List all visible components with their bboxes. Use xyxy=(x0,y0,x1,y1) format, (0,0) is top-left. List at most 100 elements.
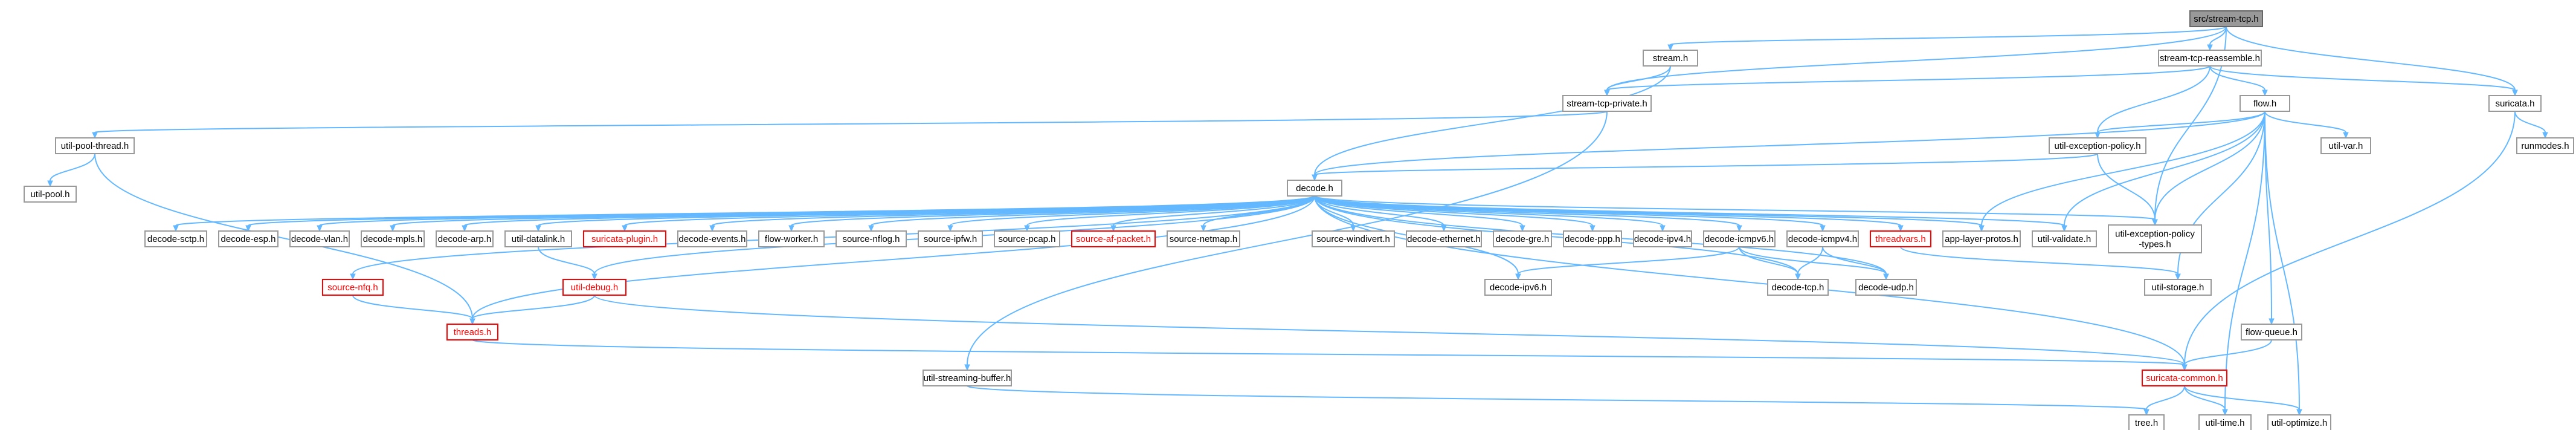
graph-node-stream_h[interactable]: stream.h xyxy=(1643,50,1698,67)
graph-node-events[interactable]: decode-events.h xyxy=(677,230,747,247)
node-label: util-exception-policy.h xyxy=(2054,141,2140,151)
graph-node-applayer[interactable]: app-layer-protos.h xyxy=(1942,230,2021,247)
edge-arrowhead xyxy=(173,225,179,232)
graph-node-runmodes[interactable]: runmodes.h xyxy=(2516,137,2574,154)
graph-node-pcap[interactable]: source-pcap.h xyxy=(994,230,1060,247)
node-label: decode-ipv4.h xyxy=(1634,234,1691,244)
node-label: util-pool.h xyxy=(30,189,69,200)
graph-node-icmpv6[interactable]: decode-icmpv6.h xyxy=(1703,230,1776,247)
graph-node-private[interactable]: stream-tcp-private.h xyxy=(1562,95,1652,112)
node-box xyxy=(2049,137,2146,154)
edge-arrowhead xyxy=(469,318,475,325)
node-label: decode-udp.h xyxy=(1858,282,1914,293)
graph-node-mpls[interactable]: decode-mpls.h xyxy=(361,230,425,247)
graph-node-ethernet[interactable]: decode-ethernet.h xyxy=(1406,230,1482,247)
graph-node-streaming[interactable]: util-streaming-buffer.h xyxy=(923,370,1012,386)
node-label: source-af-packet.h xyxy=(1076,234,1151,244)
edge-flow-to-utiltime xyxy=(2224,111,2265,410)
graph-node-poolthread[interactable]: util-pool-thread.h xyxy=(55,137,135,154)
graph-node-icmpv4[interactable]: decode-icmpv4.h xyxy=(1786,230,1859,247)
node-label: source-ipfw.h xyxy=(924,234,977,244)
edge-decode-to-icmpv6 xyxy=(1314,195,1740,226)
graph-node-threads[interactable]: threads.h xyxy=(446,324,498,340)
graph-node-tree[interactable]: tree.h xyxy=(2128,414,2165,430)
node-box xyxy=(2032,230,2097,247)
graph-node-ipfw[interactable]: source-ipfw.h xyxy=(918,230,983,247)
node-label: threads.h xyxy=(454,327,492,337)
edge-arrowhead xyxy=(1820,225,1826,232)
edge-reassemble-to-exception xyxy=(2097,65,2211,133)
node-label: decode-vlan.h xyxy=(291,234,348,244)
edge-stream_tcp-to-suricata_h xyxy=(2226,26,2516,91)
node-label: -types.h xyxy=(2139,239,2171,250)
node-label: decode-arp.h xyxy=(438,234,491,244)
graph-node-validate[interactable]: util-validate.h xyxy=(2032,230,2097,247)
graph-node-nfq[interactable]: source-nfq.h xyxy=(322,279,384,296)
node-label: source-pcap.h xyxy=(998,234,1055,244)
graph-node-sctp[interactable]: decode-sctp.h xyxy=(144,230,207,247)
node-label: util-validate.h xyxy=(2038,234,2091,244)
graph-node-flowqueue[interactable]: flow-queue.h xyxy=(2241,324,2302,340)
node-label: flow.h xyxy=(2253,99,2276,109)
edge-decode-to-ppp xyxy=(1314,195,1593,226)
graph-node-reassemble[interactable]: stream-tcp-reassemble.h xyxy=(2158,50,2262,67)
graph-node-utilvar[interactable]: util-var.h xyxy=(2320,137,2371,154)
node-box xyxy=(1786,230,1859,247)
graph-node-esp[interactable]: decode-esp.h xyxy=(218,230,279,247)
graph-node-storage[interactable]: util-storage.h xyxy=(2144,279,2212,296)
node-label: decode-esp.h xyxy=(221,234,276,244)
node-box xyxy=(2267,414,2331,430)
graph-node-netmap[interactable]: source-netmap.h xyxy=(1167,230,1240,247)
edge-arrowhead xyxy=(622,225,628,232)
graph-node-flow[interactable]: flow.h xyxy=(2240,95,2290,112)
edge-stream_tcp-to-private xyxy=(1606,26,2227,91)
node-box xyxy=(504,230,572,247)
node-box xyxy=(2488,95,2542,112)
graph-node-windivert[interactable]: source-windivert.h xyxy=(1312,230,1395,247)
node-label: source-nfq.h xyxy=(327,282,378,293)
edge-flow-to-optimize xyxy=(2264,111,2300,410)
edge-decode-to-tcp xyxy=(1314,195,1798,275)
graph-node-ipv4[interactable]: decode-ipv4.h xyxy=(1633,230,1692,247)
node-label: app-layer-protos.h xyxy=(1945,234,2018,244)
graph-node-ipv6[interactable]: decode-ipv6.h xyxy=(1484,279,1552,296)
node-box xyxy=(446,324,498,340)
graph-node-tcp[interactable]: decode-tcp.h xyxy=(1767,279,1829,296)
graph-node-gre[interactable]: decode-gre.h xyxy=(1493,230,1552,247)
node-box xyxy=(144,230,207,247)
graph-node-suricata_h[interactable]: suricata.h xyxy=(2488,95,2542,112)
graph-node-ppp[interactable]: decode-ppp.h xyxy=(1563,230,1622,247)
graph-node-exctypes[interactable]: util-exception-policy-types.h xyxy=(2108,224,2202,253)
graph-node-vlan[interactable]: decode-vlan.h xyxy=(289,230,350,247)
graph-node-udp[interactable]: decode-udp.h xyxy=(1855,279,1917,296)
graph-node-debug[interactable]: util-debug.h xyxy=(562,279,626,296)
graph-node-nflog[interactable]: source-nflog.h xyxy=(836,230,907,247)
node-box xyxy=(1633,230,1692,247)
graph-node-arp[interactable]: decode-arp.h xyxy=(436,230,494,247)
edge-streaming-to-tree xyxy=(967,385,2147,410)
node-label: util-time.h xyxy=(2205,418,2244,428)
node-box xyxy=(2142,370,2227,386)
graph-node-utiltime[interactable]: util-time.h xyxy=(2198,414,2252,430)
node-box xyxy=(1643,50,1698,67)
edge-icmpv4-to-tcp xyxy=(1797,246,1823,275)
graph-node-utilpool[interactable]: util-pool.h xyxy=(24,186,77,203)
node-box xyxy=(2241,324,2302,340)
graph-node-afpacket[interactable]: source-af-packet.h xyxy=(1071,230,1156,247)
graph-node-datalink[interactable]: util-datalink.h xyxy=(504,230,572,247)
graph-node-decode[interactable]: decode.h xyxy=(1287,180,1342,197)
graph-node-optimize[interactable]: util-optimize.h xyxy=(2267,414,2331,430)
edge-flow-to-exception xyxy=(2097,111,2265,133)
graph-node-threadvars[interactable]: threadvars.h xyxy=(1870,230,1931,247)
edge-poolthread-to-utilpool xyxy=(50,153,95,181)
node-label: threadvars.h xyxy=(1875,234,1925,244)
edge-arrowhead xyxy=(1898,225,1904,232)
graph-node-exception[interactable]: util-exception-policy.h xyxy=(2049,137,2146,154)
graph-node-plugin[interactable]: suricata-plugin.h xyxy=(583,230,666,247)
graph-node-common[interactable]: suricata-common.h xyxy=(2142,370,2227,386)
edge-arrowhead xyxy=(535,225,541,232)
graph-node-flowworker[interactable]: flow-worker.h xyxy=(758,230,825,247)
edge-arrowhead xyxy=(2262,90,2268,97)
node-box xyxy=(836,230,907,247)
